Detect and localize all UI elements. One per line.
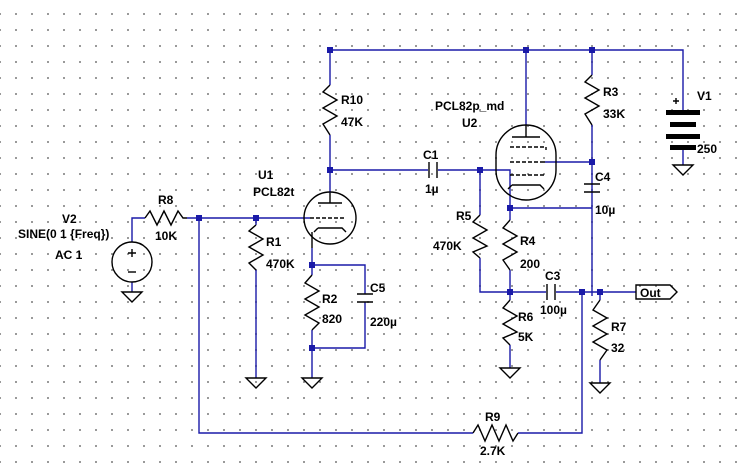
r1-resistor-symbol: [247, 224, 265, 271]
c1-name-label: C1: [423, 148, 439, 162]
r2-name-label: R2: [322, 292, 338, 306]
v1-value-label: 250: [697, 142, 717, 156]
r5-value-label: 470K: [433, 239, 462, 253]
u1-name-label: U1: [258, 168, 274, 182]
u1-model-label: PCL82t: [253, 185, 294, 199]
c4-capacitor-symbol: [584, 183, 600, 193]
r2-resistor-symbol: [303, 274, 321, 331]
v1-name-label: V1: [697, 89, 712, 103]
r5-name-label: R5: [456, 209, 472, 223]
r9-value-label: 2.7K: [480, 444, 506, 458]
r7-value-label: 32: [611, 341, 625, 355]
component-labels: V2 SINE(0 1 {Freq}) AC 1 R8 10K U1 PCL82…: [18, 85, 717, 458]
r4-value-label: 200: [520, 257, 540, 271]
v2-value-label: SINE(0 1 {Freq}): [18, 227, 109, 241]
r3-value-label: 33K: [603, 107, 625, 121]
v2-ac-label: AC 1: [55, 248, 83, 262]
c5-value-label: 220µ: [370, 315, 397, 329]
r7-resistor-symbol: [591, 299, 609, 361]
v2-name-label: V2: [62, 212, 77, 226]
r6-resistor-symbol: [501, 299, 519, 346]
c1-capacitor-symbol: [428, 162, 438, 178]
u2-name-label: U2: [462, 116, 478, 130]
c4-name-label: C4: [595, 170, 611, 184]
c1-value-label: 1µ: [425, 182, 439, 196]
r4-name-label: R4: [520, 234, 536, 248]
r6-value-label: 5K: [518, 330, 534, 344]
r9-resistor-symbol: [472, 423, 519, 443]
out-port-label: Out: [640, 286, 661, 300]
u1-triode-tube-symbol: [303, 191, 357, 248]
r7-name-label: R7: [611, 320, 627, 334]
r6-name-label: R6: [518, 310, 534, 324]
c4-value-label: 10µ: [595, 203, 615, 217]
c3-name-label: C3: [545, 269, 561, 283]
r3-name-label: R3: [603, 85, 619, 99]
u2-model-label: PCL82p_md: [435, 99, 504, 113]
v1-battery-symbol: [666, 98, 700, 150]
c3-value-label: 100µ: [540, 303, 567, 317]
r9-name-label: R9: [485, 410, 501, 424]
r4-resistor-symbol: [501, 219, 519, 271]
c5-capacitor-symbol: [357, 293, 373, 303]
ground-symbols: [120, 164, 695, 394]
r8-resistor-symbol: [144, 209, 187, 227]
junction-dots: [196, 47, 603, 351]
r1-value-label: 470K: [266, 257, 295, 271]
r10-name-label: R10: [341, 93, 363, 107]
u2-pentode-tube-symbol: [495, 124, 557, 201]
r5-resistor-symbol: [471, 214, 489, 259]
wires: [131, 49, 684, 434]
r10-value-label: 47K: [341, 115, 363, 129]
r10-resistor-symbol: [321, 84, 339, 136]
v2-sine-source-symbol: [111, 241, 153, 283]
r2-value-label: 820: [322, 312, 342, 326]
c5-name-label: C5: [370, 281, 386, 295]
r8-name-label: R8: [158, 193, 174, 207]
r3-resistor-symbol: [583, 74, 601, 126]
r1-name-label: R1: [266, 235, 282, 249]
out-port-symbol: [635, 284, 678, 300]
c3-capacitor-symbol: [546, 284, 556, 300]
r8-value-label: 10K: [155, 229, 177, 243]
